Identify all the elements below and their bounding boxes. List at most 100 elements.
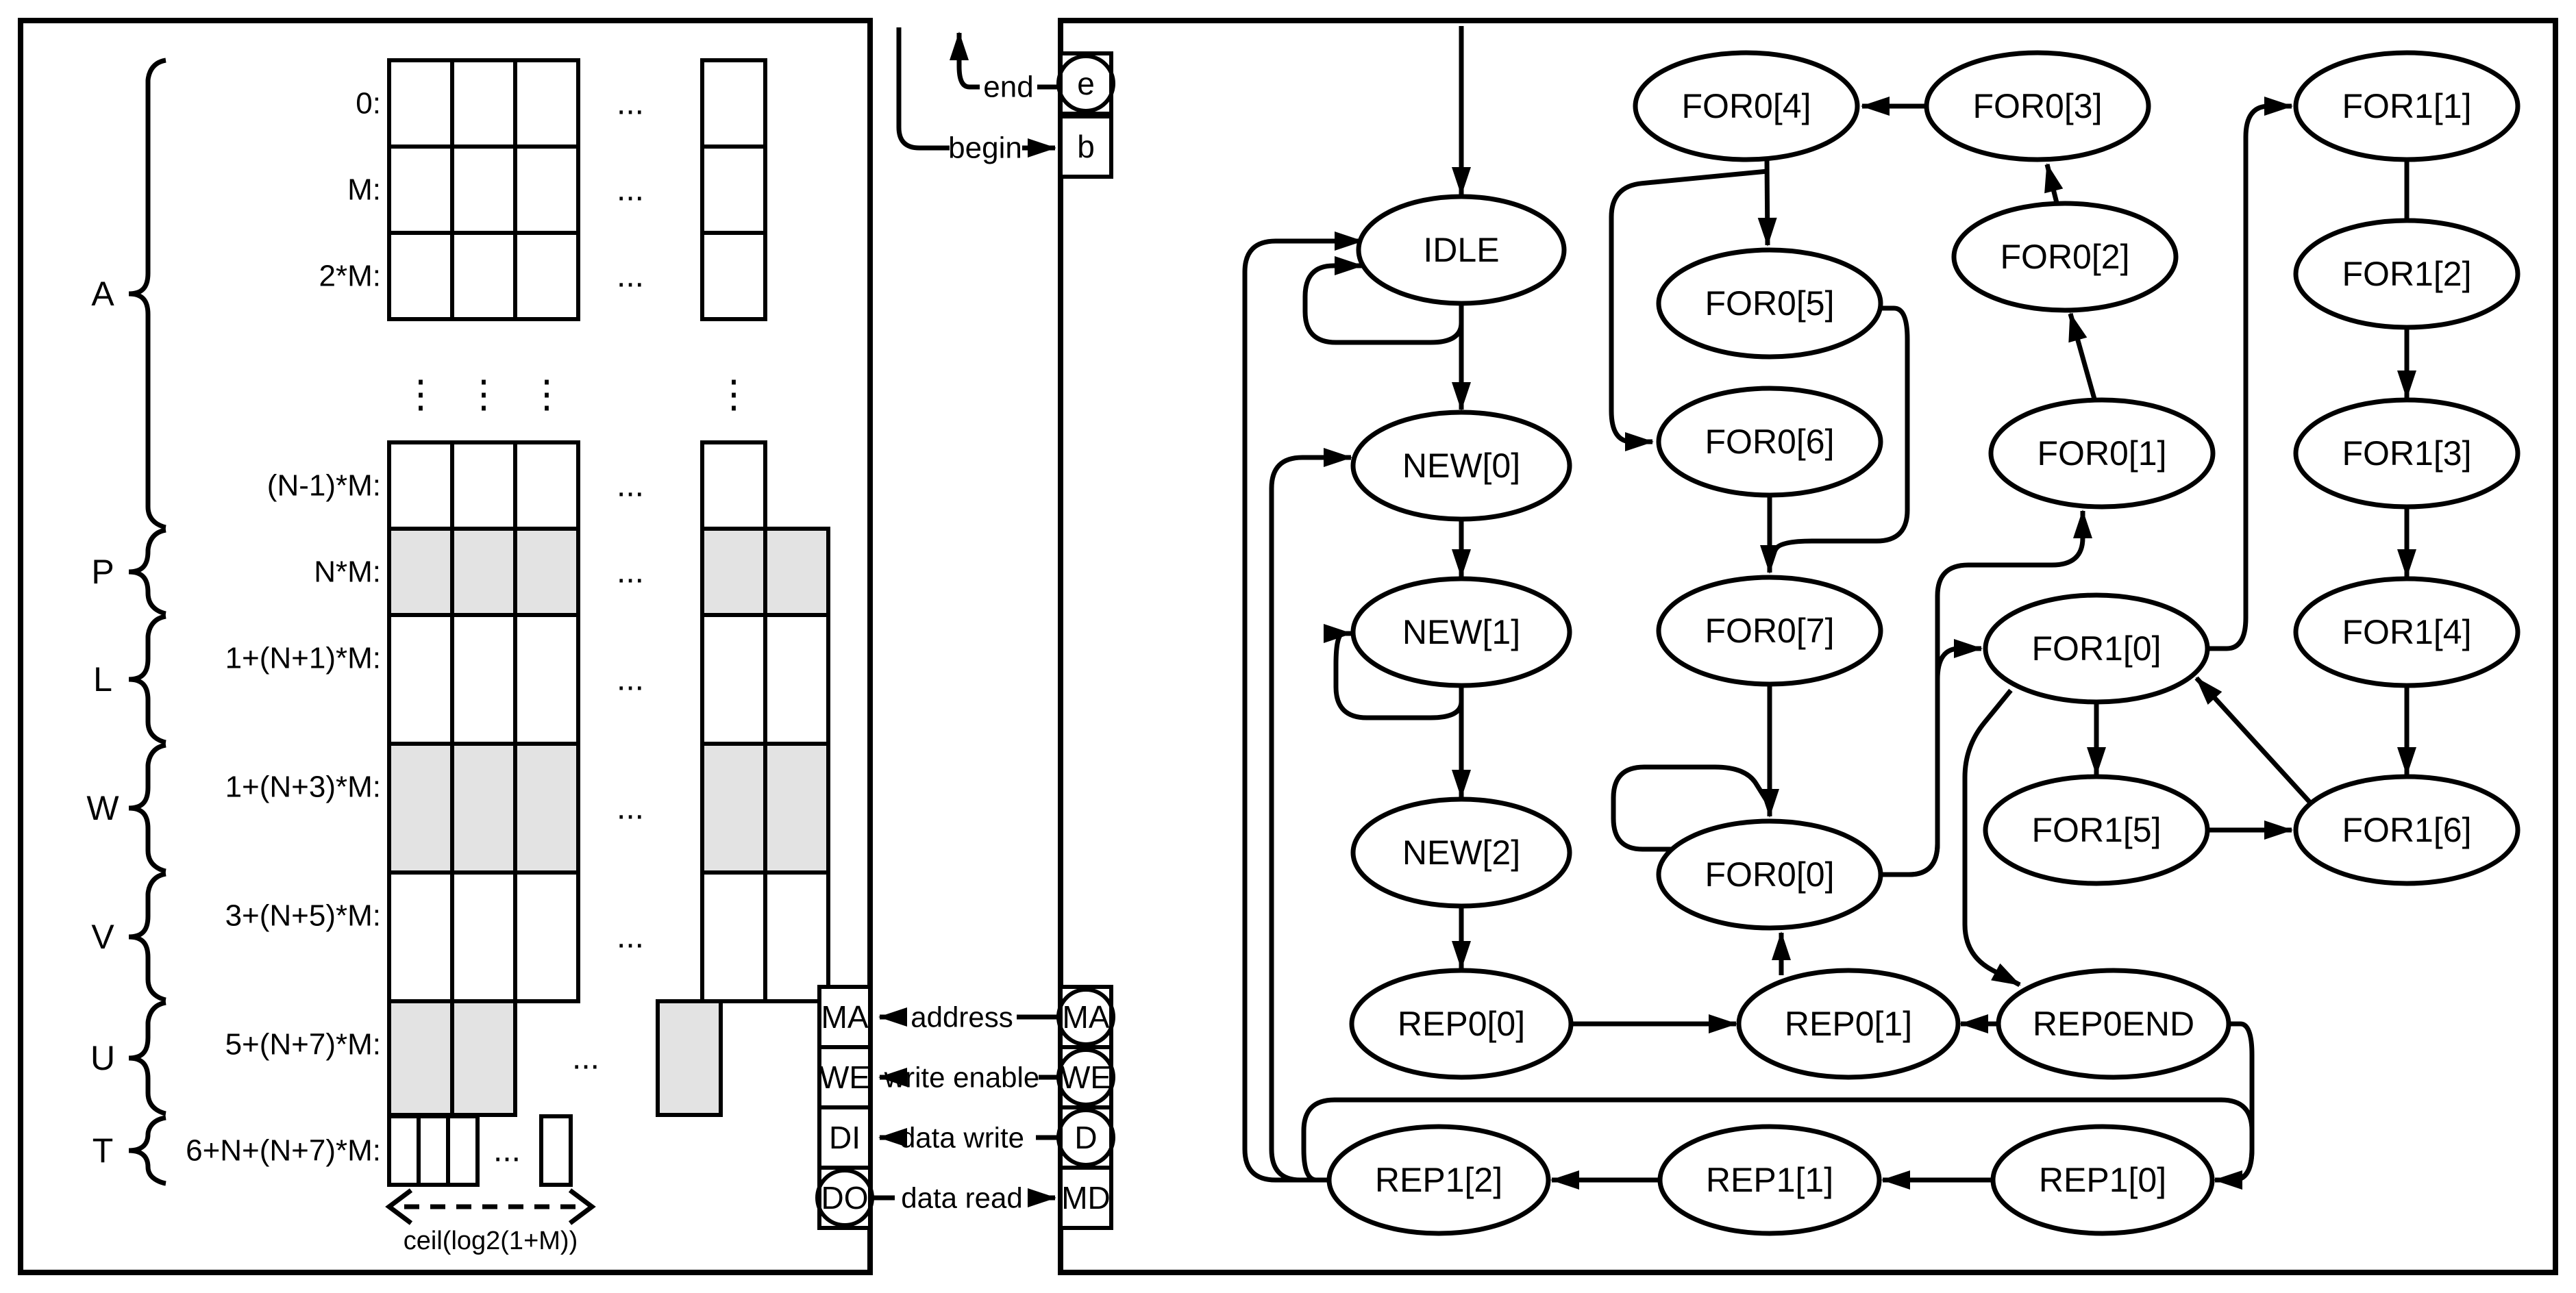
state-NEW[1] [1350, 576, 1572, 688]
memory-row-label: 3+(N+5)*M: [225, 899, 381, 933]
state-REP1[1] [1657, 1124, 1882, 1236]
brace-L [128, 614, 166, 745]
port-label-MA-mem: MA [821, 999, 869, 1035]
memory-row-label: 2*M: [319, 260, 381, 293]
memory-cell [387, 440, 454, 531]
transition-FOR0[2]-to-FOR0[3] [2044, 163, 2064, 203]
signal-label: address [911, 1001, 1013, 1033]
memory-cell [450, 870, 517, 1003]
state-FOR1[5] [1983, 774, 2210, 886]
port-box-MD-fsm [1058, 1166, 1113, 1230]
state-label-REP0END: REP0END [2033, 1005, 2194, 1043]
memory-cell [450, 527, 517, 617]
width-arrow-left [385, 1188, 413, 1225]
memory-cell [513, 613, 580, 746]
memory-group-label: U [90, 1039, 115, 1077]
transition-IDLE-to-IDLE [1302, 256, 1464, 345]
state-label-NEW[2]: NEW[2] [1402, 833, 1520, 872]
ellipsis: ... [617, 172, 644, 208]
memory-cell [450, 742, 517, 875]
port-box-WE-mem [817, 1045, 872, 1109]
memory-cell [700, 870, 767, 1003]
memory-cell [763, 527, 830, 617]
memory-row-label: 1+(N+3)*M: [225, 770, 381, 804]
memory-cell [387, 742, 454, 875]
transition-FOR1[0]-to-FOR1[1] [2207, 97, 2293, 651]
port-label-b-fsm: b [1077, 129, 1095, 164]
transition-FOR1[6]-to-FOR1[0] [2194, 676, 2313, 805]
memory-row-label: 5+(N+7)*M: [225, 1028, 381, 1062]
port-label-WE-mem: WE [819, 1059, 870, 1095]
memory-cell [450, 440, 517, 531]
memory-row-label: M: [347, 173, 381, 207]
memory-cell [387, 870, 454, 1003]
port-box-DI-mem [817, 1105, 872, 1170]
state-FOR1[0] [1983, 592, 2210, 705]
state-FOR0[3] [1924, 50, 2151, 162]
memory-cell [387, 145, 454, 235]
port-label-WE-fsm: WE [1061, 1059, 1111, 1095]
width-arrow-right [568, 1188, 596, 1225]
state-label-REP1[2]: REP1[2] [1375, 1161, 1502, 1199]
state-label-FOR1[5]: FOR1[5] [2032, 811, 2162, 849]
ellipsis: ... [617, 662, 644, 698]
state-REP1[0] [1990, 1124, 2215, 1236]
width-annotation: ceil(log2(1+M)) [404, 1227, 578, 1255]
ellipsis: ... [617, 86, 644, 122]
signal-label: write enable [884, 1062, 1039, 1094]
state-label-FOR1[2]: FOR1[2] [2342, 255, 2472, 293]
ellipsis: ... [617, 790, 644, 827]
begin-label: begin [948, 131, 1022, 165]
memory-row-label: N*M: [314, 555, 381, 589]
state-FOR1[3] [2293, 397, 2521, 510]
state-label-FOR1[6]: FOR1[6] [2342, 811, 2472, 849]
memory-cell [450, 58, 517, 149]
memory-cell [656, 999, 723, 1117]
state-FOR0[0] [1656, 818, 1883, 931]
memory-group-label: T [92, 1131, 114, 1170]
state-REP0[0] [1349, 968, 1574, 1080]
brace-U [128, 1000, 166, 1116]
state-label-REP0[1]: REP0[1] [1785, 1005, 1912, 1043]
state-label-FOR0[3]: FOR0[3] [1973, 87, 2103, 125]
memory-cell [450, 613, 517, 746]
transition-FOR1[0]-to-REP0END [1962, 688, 2021, 988]
ellipsis: ... [617, 554, 644, 590]
state-label-REP0[0]: REP0[0] [1398, 1005, 1525, 1043]
state-label-FOR1[4]: FOR1[4] [2342, 613, 2472, 651]
memory-cell [539, 1114, 573, 1187]
port-label-DI-mem: DI [829, 1120, 860, 1155]
transition-NEW[1]-to-NEW[1] [1324, 624, 1464, 720]
state-REP0END [1996, 968, 2231, 1080]
memory-cell [387, 231, 454, 321]
end-label: end [983, 71, 1033, 104]
state-label-REP1[1]: REP1[1] [1706, 1161, 1833, 1199]
memory-cell [700, 742, 767, 875]
signal-label: data write [900, 1122, 1024, 1154]
state-label-FOR1[1]: FOR1[1] [2342, 87, 2472, 125]
state-label-FOR0[7]: FOR0[7] [1705, 612, 1835, 650]
port-label-DO-mem: DO [821, 1180, 869, 1216]
state-FOR0[7] [1656, 575, 1883, 687]
memory-cell [700, 58, 767, 149]
brace-T [128, 1115, 166, 1186]
brace-W [128, 742, 166, 874]
state-label-REP1[0]: REP1[0] [2039, 1161, 2166, 1199]
memory-cell [513, 527, 580, 617]
port-label-D-fsm: D [1074, 1120, 1097, 1155]
vertical-dots: ⋮ [401, 373, 440, 416]
state-FOR0[4] [1633, 50, 1860, 162]
state-label-NEW[1]: NEW[1] [1402, 613, 1520, 651]
memory-cell [387, 58, 454, 149]
memory-cell [513, 231, 580, 321]
state-IDLE [1356, 194, 1567, 306]
state-label-FOR1[3]: FOR1[3] [2342, 434, 2472, 473]
memory-cell [700, 613, 767, 746]
state-FOR1[4] [2293, 576, 2521, 688]
memory-row-label: 1+(N+1)*M: [225, 642, 381, 675]
ellipsis: ... [617, 468, 644, 504]
memory-group-label: V [91, 918, 114, 956]
vertical-dots: ⋮ [715, 373, 753, 416]
state-label-NEW[0]: NEW[0] [1402, 447, 1520, 485]
